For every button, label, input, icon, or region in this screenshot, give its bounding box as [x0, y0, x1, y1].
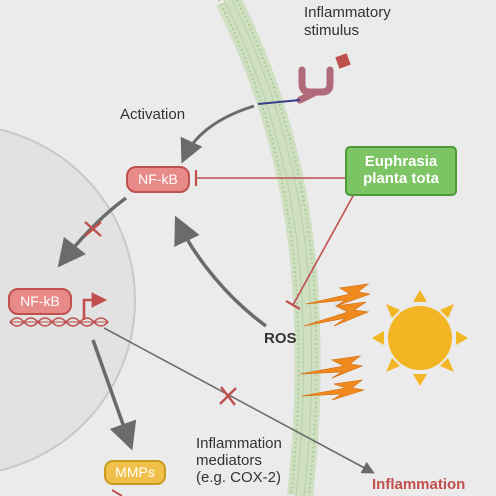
gene-promoter-icon	[82, 292, 108, 320]
activation-arrow	[180, 104, 255, 164]
ros-label: ROS	[264, 330, 297, 347]
sun-icon	[372, 290, 468, 386]
stimulus-molecule-icon	[335, 53, 351, 69]
dna-to-inflammation-arrow	[103, 327, 375, 474]
dna-to-mmps-arrow	[91, 339, 137, 451]
dna-icon	[9, 317, 109, 327]
translocation-arrow	[57, 196, 128, 268]
uv-bolt-icon	[299, 283, 371, 401]
mmps-inhibition-mark	[111, 489, 123, 496]
inflammation-mediators-label: Inflammation mediators (e.g. COX-2)	[196, 435, 282, 486]
euphrasia-inhibits-ros	[292, 195, 354, 306]
translocation-block-icon	[84, 221, 102, 237]
nfkb-nucleus: NF-kB	[8, 288, 72, 315]
inflammation-block-icon	[219, 386, 237, 406]
activation-label: Activation	[120, 106, 186, 123]
mmps-box: MMPs	[104, 460, 166, 485]
inflammatory-stimulus-label: Inflammatory stimulus	[304, 4, 391, 39]
inflammation-label: Inflammation	[372, 476, 466, 493]
euphrasia-planta-tota-box: Euphrasia planta tota	[345, 146, 457, 196]
receptor-icon	[257, 66, 334, 105]
ros-activates-nfkb-arrow	[174, 215, 268, 328]
nfkb-cytoplasm: NF-kB	[126, 166, 190, 193]
